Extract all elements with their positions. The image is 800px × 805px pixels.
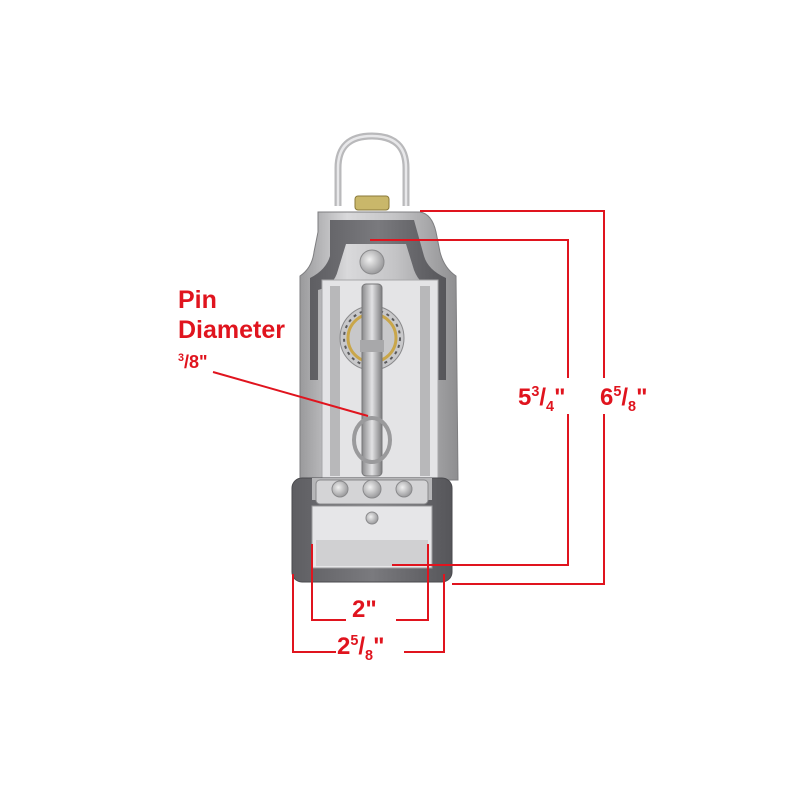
inner-width-value: 2" [352,598,377,622]
inner-height-value: 53/4" [518,384,566,415]
diameter-label: Diameter [178,316,285,344]
inner-height-num: 3 [531,384,540,400]
inner-width-line-left [311,544,346,621]
overall-height-value: 65/8" [600,384,648,415]
pin-den: 8 [189,352,200,372]
pin-leader-line [212,371,369,417]
overall-height-whole: 6 [600,384,614,411]
overall-height-num: 5 [613,384,622,400]
pin-num: 3 [178,352,185,364]
overall-width-line-left [292,574,336,653]
inner-width-whole: 2 [352,596,366,623]
overall-width-line-right [404,574,445,653]
inner-height-den: 4 [546,398,555,415]
coupler-socket [291,477,453,583]
inner-height-unit: " [554,384,566,411]
d-ring [334,132,410,211]
overall-width-unit: " [373,633,385,660]
overall-width-num: 5 [350,633,359,649]
pin-label: Pin [178,286,217,314]
pin-unit: " [199,352,208,372]
overall-height-den: 8 [628,398,637,415]
inner-width-unit: " [365,596,377,623]
overall-width-value: 25/8" [337,633,385,664]
inner-height-whole: 5 [518,384,532,411]
overall-height-unit: " [636,384,648,411]
overall-width-den: 8 [365,647,374,664]
overall-width-whole: 2 [337,633,351,660]
inner-width-line-right [396,544,429,621]
pin-diameter-value: 3/8" [178,352,208,372]
coupler-body [299,211,459,481]
